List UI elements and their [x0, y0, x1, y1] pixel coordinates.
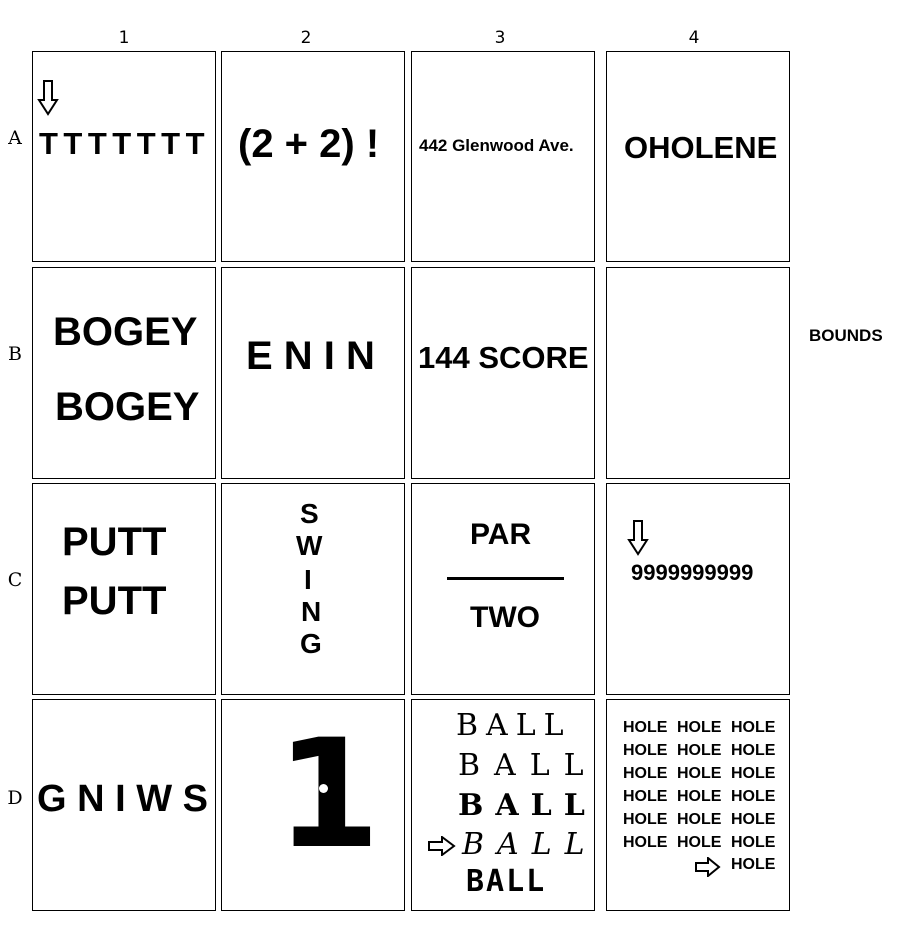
hole-word: HOLE [731, 788, 776, 805]
cell-a2: (2 + 2) ! [221, 51, 405, 262]
row-label-c: C [7, 569, 23, 591]
column-label-2: 2 [300, 28, 312, 48]
ball-line-5: BALL [466, 864, 546, 899]
cell-d1: G N I W S [32, 699, 216, 911]
hole-word: HOLE [731, 765, 776, 782]
cell-a3: 442 Glenwood Ave. [411, 51, 595, 262]
cell-a2-text: (2 + 2) ! [238, 122, 380, 166]
hole-word: HOLE [677, 719, 722, 736]
cell-d1-text: G N I W S [37, 778, 208, 820]
hole-word: HOLE [623, 742, 668, 759]
cell-c2: S W I N G [221, 483, 405, 695]
hole-word: HOLE [731, 719, 776, 736]
cell-c3-denominator: TWO [470, 601, 540, 634]
fraction-bar [447, 577, 564, 580]
ball-line-2: BALL [458, 748, 595, 783]
golf-ball-dot [319, 784, 328, 793]
hole-word: HOLE [623, 719, 668, 736]
hole-word: HOLE [677, 765, 722, 782]
ball-line-2-text: BALL [458, 748, 595, 783]
outside-label: BOUNDS [809, 326, 883, 345]
row-label-a: A [8, 127, 22, 149]
hole-word: HOLE [677, 811, 722, 828]
arrow-right-icon [695, 857, 721, 877]
cell-c2-letter-n: N [301, 596, 322, 627]
cell-c2-letter-w: W [296, 530, 323, 561]
row-label-d: D [7, 787, 23, 809]
cell-d2-text: 1 [276, 708, 381, 882]
hole-word: HOLE [623, 811, 668, 828]
ball-line-5-text: BALL [466, 864, 547, 899]
hole-word: HOLE [731, 742, 776, 759]
cell-c4-text: 9999999999 [631, 560, 754, 585]
ball-line-4: BALL [462, 827, 595, 862]
cell-a1: TTTTTTT [32, 51, 216, 262]
ball-line-1-text: BALL [456, 708, 572, 743]
hole-word: HOLE [677, 834, 722, 851]
cell-c2-letter-s: S [300, 498, 319, 529]
cell-c4: 9999999999 [606, 483, 790, 695]
cell-d3: BALL BALL BALL BALL BALL [411, 699, 595, 911]
row-label-b: B [8, 343, 22, 365]
cell-d4: HOLE HOLE HOLE HOLE HOLE HOLE HOLE HOLE … [606, 699, 790, 911]
hole-word: HOLE [731, 834, 776, 851]
cell-c3: PAR TWO [411, 483, 595, 695]
cell-d2: 1 [221, 699, 405, 911]
cell-b1-line2: BOGEY [55, 385, 200, 429]
cell-c1: PUTT PUTT [32, 483, 216, 695]
hole-word-last: HOLE [731, 856, 776, 873]
hole-word: HOLE [623, 834, 668, 851]
cell-c3-numerator: PAR [470, 518, 532, 551]
cell-b2-text: E N I N [246, 334, 375, 378]
cell-c1-line2: PUTT [62, 579, 167, 623]
cell-b3-text: 144 SCORE [418, 340, 589, 375]
ball-line-4-text: BALL [462, 827, 595, 862]
cell-c2-letter-i: I [304, 564, 312, 595]
cell-b4 [606, 267, 790, 479]
cell-b1-line1: BOGEY [53, 310, 198, 354]
cell-c2-letter-g: G [300, 628, 322, 659]
cell-b2: E N I N [221, 267, 405, 479]
ball-line-3-text: BALL [458, 788, 595, 823]
arrow-down-icon [37, 80, 59, 116]
hole-word: HOLE [677, 788, 722, 805]
cell-a4-text: OHOLENE [624, 130, 778, 165]
hole-word: HOLE [623, 765, 668, 782]
cell-c1-line1: PUTT [62, 520, 167, 564]
hole-word: HOLE [677, 742, 722, 759]
hole-grid: HOLE HOLE HOLE HOLE HOLE HOLE HOLE HOLE … [623, 718, 785, 852]
cell-b1: BOGEY BOGEY [32, 267, 216, 479]
column-label-4: 4 [688, 28, 700, 48]
ball-line-3: BALL [458, 788, 595, 823]
hole-word: HOLE [623, 788, 668, 805]
arrow-down-icon [627, 520, 649, 556]
ball-line-1: BALL [456, 708, 572, 743]
cell-b3: 144 SCORE [411, 267, 595, 479]
cell-a4: OHOLENE [606, 51, 790, 262]
cell-a3-text: 442 Glenwood Ave. [419, 136, 574, 155]
arrow-right-icon [428, 836, 456, 856]
cell-a1-text: TTTTTTT [39, 126, 211, 161]
hole-word: HOLE [731, 811, 776, 828]
column-label-1: 1 [118, 28, 130, 48]
column-label-3: 3 [494, 28, 506, 48]
